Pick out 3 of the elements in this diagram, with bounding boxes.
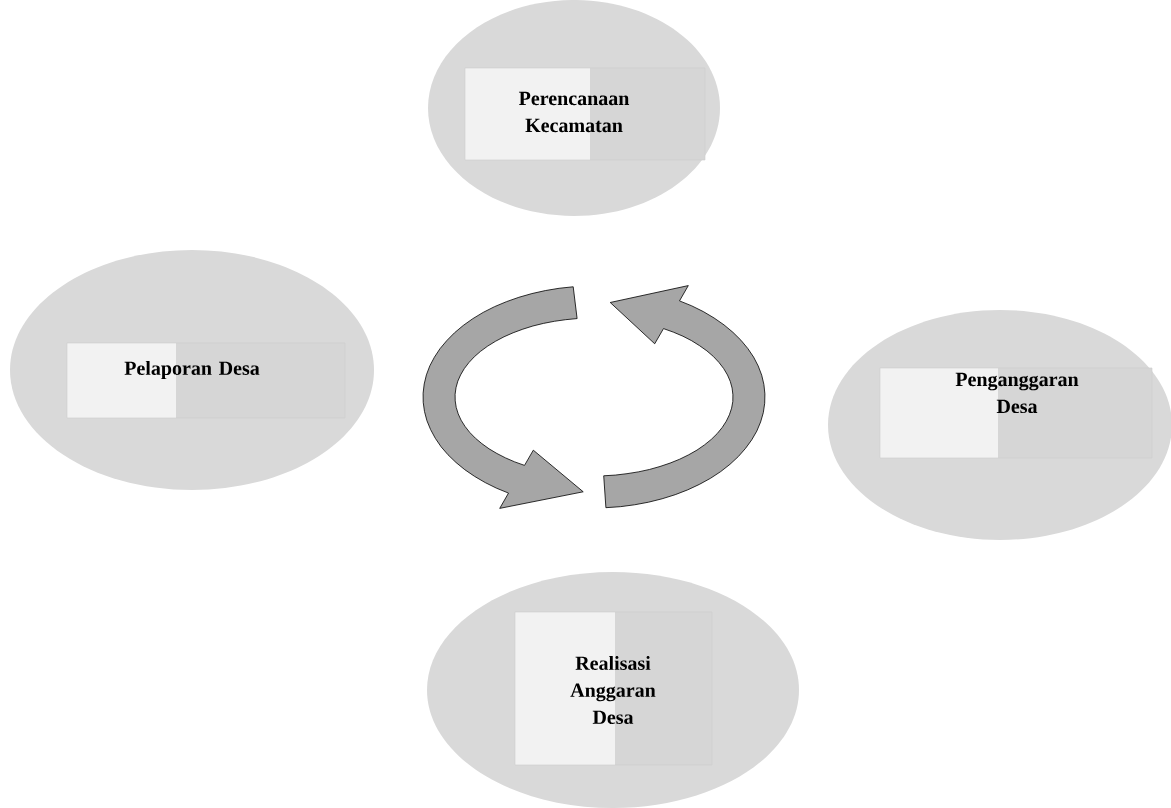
- ellipse-node: Pelaporan Desa: [10, 250, 374, 490]
- ellipse-node: Perencanaan Kecamatan: [428, 0, 720, 216]
- ellipse-node: Realisasi Anggaran Desa: [427, 572, 799, 808]
